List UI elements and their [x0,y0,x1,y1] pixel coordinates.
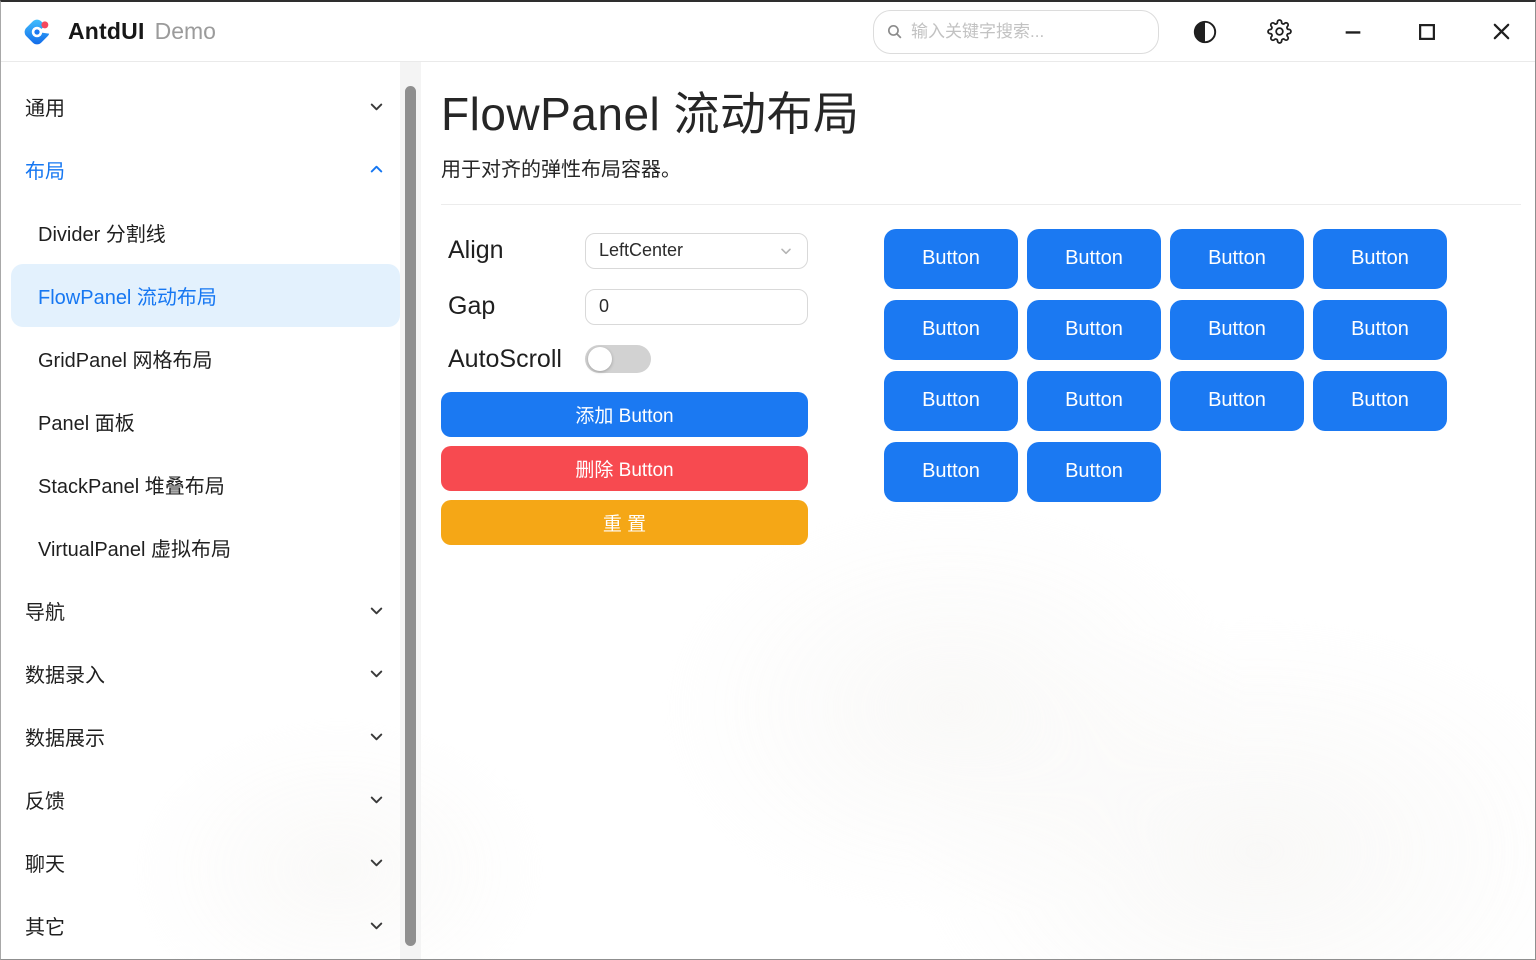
align-select-value: LeftCenter [599,240,684,261]
demo-controls: Align LeftCenter Gap [441,232,808,554]
align-select[interactable]: LeftCenter [585,232,808,269]
sidebar-item-6[interactable]: StackPanel 堆叠布局 [1,453,400,516]
flow-button-12[interactable]: Button [884,441,1018,502]
theme-toggle-icon[interactable] [1191,15,1219,49]
gap-label: Gap [448,292,496,321]
sidebar-group-9[interactable]: 数据录入 [1,642,400,705]
app-subtitle: Demo [154,18,216,44]
sidebar-group-12[interactable]: 聊天 [1,831,400,894]
sidebar-scrollbar[interactable] [400,62,421,959]
autoscroll-label: AutoScroll [448,344,562,373]
chevron-down-icon [370,859,383,867]
header-divider [441,203,1521,205]
search-icon [887,24,902,39]
chevron-down-icon [370,796,383,804]
sidebar-group-10[interactable]: 数据展示 [1,705,400,768]
chevron-up-icon [370,165,383,173]
flow-button-8[interactable]: Button [884,370,1018,431]
close-icon[interactable] [1487,15,1515,49]
flow-button-13[interactable]: Button [1027,441,1161,502]
sidebar-item-label: StackPanel 堆叠布局 [38,476,225,498]
sidebar-group-1[interactable]: 布局 [1,138,400,201]
search-input[interactable] [911,21,1146,42]
maximize-icon[interactable] [1413,15,1441,49]
sidebar-group-8[interactable]: 导航 [1,579,400,642]
flow-button-9[interactable]: Button [1027,370,1161,431]
chevron-down-icon [370,607,383,615]
sidebar-item-4[interactable]: GridPanel 网格布局 [1,327,400,390]
main-content: FlowPanel 流动布局 用于对齐的弹性布局容器。 Align LeftCe… [421,62,1535,959]
sidebar-item-label: 聊天 [25,854,65,876]
flow-button-1[interactable]: Button [1027,228,1161,289]
flow-button-11[interactable]: Button [1313,370,1447,431]
scrollbar-thumb[interactable] [405,86,416,946]
flow-button-7[interactable]: Button [1313,299,1447,360]
sidebar-item-label: 通用 [25,98,65,120]
sidebar: 通用布局 Divider 分割线 FlowPanel 流动布局 GridPanel 网… [1,62,400,959]
chevron-down-icon [781,248,791,255]
sidebar-item-label: Panel 面板 [38,413,135,435]
app-title: AntdUI [68,18,145,44]
toggle-knob [588,347,612,372]
titlebar: AntdUI Demo [1,2,1535,62]
autoscroll-toggle[interactable] [585,345,651,374]
sidebar-item-label: 反馈 [25,791,65,813]
app-brand: AntdUI Demo [19,14,216,50]
sidebar-item-5[interactable]: Panel 面板 [1,390,400,453]
flow-button-4[interactable]: Button [884,299,1018,360]
flow-button-3[interactable]: Button [1313,228,1447,289]
sidebar-item-label: GridPanel 网格布局 [38,350,213,372]
page-title: FlowPanel 流动布局 [441,88,860,140]
flow-button-2[interactable]: Button [1170,228,1304,289]
sidebar-item-label: 布局 [25,161,65,183]
sidebar-group-0[interactable]: 通用 [1,75,400,138]
sidebar-item-label: 数据展示 [25,728,105,750]
sidebar-item-label: 其它 [25,917,65,939]
sidebar-item-label: 导航 [25,602,65,624]
remove-button[interactable]: 删除 Button [441,445,808,491]
sidebar-group-13[interactable]: 其它 [1,894,400,957]
sidebar-item-label: VirtualPanel 虚拟布局 [38,539,232,561]
gap-field-wrap [585,288,808,325]
chevron-down-icon [370,733,383,741]
chevron-down-icon [370,670,383,678]
titlebar-icons [1191,15,1515,49]
flow-button-6[interactable]: Button [1170,299,1304,360]
chevron-down-icon [370,922,383,930]
sidebar-item-2[interactable]: Divider 分割线 [1,201,400,264]
flow-button-10[interactable]: Button [1170,370,1304,431]
sidebar-item-label: Divider 分割线 [38,224,166,246]
flow-button-5[interactable]: Button [1027,299,1161,360]
search-box[interactable] [873,9,1159,54]
sidebar-item-label: FlowPanel 流动布局 [38,287,217,309]
sidebar-item-label: 数据录入 [25,665,105,687]
flow-button-0[interactable]: Button [884,228,1018,289]
minimize-icon[interactable] [1339,15,1367,49]
settings-gear-icon[interactable] [1265,15,1293,49]
align-label: Align [448,236,504,265]
chevron-down-icon [370,103,383,111]
reset-button[interactable]: 重 置 [441,499,808,545]
page-subtitle: 用于对齐的弹性布局容器。 [441,158,681,181]
add-button[interactable]: 添加 Button [441,391,808,437]
sidebar-group-11[interactable]: 反馈 [1,768,400,831]
app-logo-icon [24,19,54,44]
gap-input[interactable] [599,296,794,318]
sidebar-item-3[interactable]: FlowPanel 流动布局 [11,264,400,327]
sidebar-item-7[interactable]: VirtualPanel 虚拟布局 [1,516,400,579]
